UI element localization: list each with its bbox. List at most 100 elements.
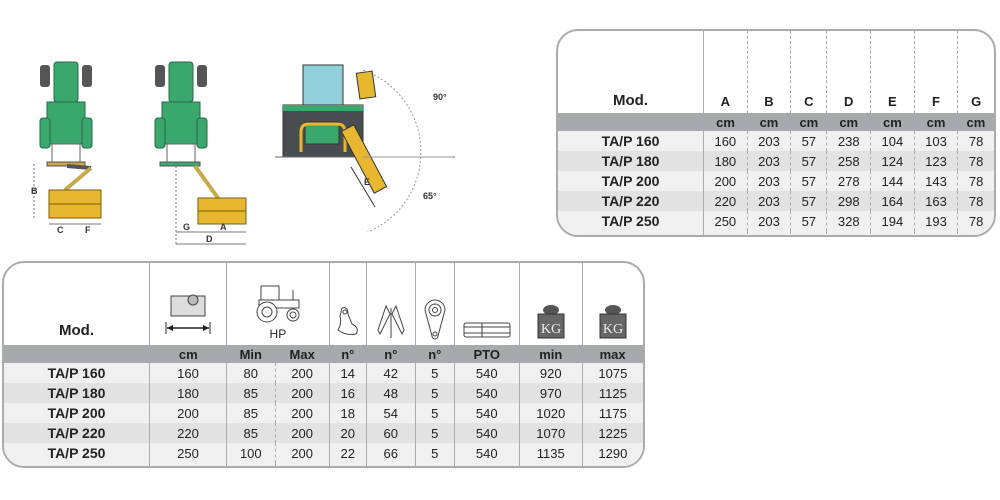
value-cell: 540 bbox=[454, 423, 520, 443]
value-cell: 220 bbox=[149, 423, 227, 443]
value-cell: 200 bbox=[275, 363, 330, 383]
value-cell: 78 bbox=[957, 151, 994, 171]
value-cell: 160 bbox=[703, 131, 748, 151]
col-header-g: G bbox=[971, 94, 982, 109]
col-header-c: C bbox=[790, 31, 828, 113]
belt-header bbox=[415, 263, 455, 345]
value-cell: 163 bbox=[914, 191, 959, 211]
value-cell: 328 bbox=[826, 211, 872, 231]
unit-cell: cm bbox=[826, 113, 871, 131]
model-cell: TA/P 250 bbox=[4, 443, 150, 463]
value-cell: 194 bbox=[870, 211, 915, 231]
dim-label-b: B bbox=[31, 186, 38, 196]
col-header-d: D bbox=[826, 31, 872, 113]
value-cell: 180 bbox=[149, 383, 227, 403]
col-header-f: F bbox=[914, 31, 959, 113]
tractor-rear-tire-left bbox=[40, 65, 50, 87]
unit-cell: Max bbox=[275, 345, 330, 363]
value-cell: 144 bbox=[870, 171, 915, 191]
value-cell: 78 bbox=[957, 211, 994, 231]
value-cell: 16 bbox=[329, 383, 367, 403]
model-cell: TA/P 180 bbox=[558, 151, 704, 171]
unit-cell: min bbox=[519, 345, 583, 363]
model-cell: TA/P 200 bbox=[4, 403, 150, 423]
model-cell: TA/P 250 bbox=[558, 211, 704, 231]
knife-icon bbox=[377, 304, 405, 338]
value-cell: 143 bbox=[914, 171, 959, 191]
value-cell: 1125 bbox=[582, 383, 643, 403]
svg-text:KG: KG bbox=[541, 322, 561, 337]
value-cell: 193 bbox=[914, 211, 959, 231]
value-cell: 200 bbox=[275, 443, 330, 463]
value-cell: 1135 bbox=[519, 443, 583, 463]
value-cell: 85 bbox=[226, 423, 276, 443]
value-cell: 180 bbox=[703, 151, 748, 171]
hp-header: HP bbox=[226, 263, 330, 345]
dim-label-g: G bbox=[183, 222, 190, 232]
model-cell: TA/P 220 bbox=[4, 423, 150, 443]
value-cell: 1070 bbox=[519, 423, 583, 443]
dim-label-c: C bbox=[57, 225, 64, 235]
value-cell: 298 bbox=[826, 191, 872, 211]
weight-kg-icon: KG bbox=[537, 305, 565, 339]
weight-max-header: KG bbox=[582, 263, 643, 345]
unit-cell: n° bbox=[329, 345, 367, 363]
value-cell: 220 bbox=[703, 191, 748, 211]
value-cell: 57 bbox=[790, 191, 828, 211]
unit-cell: cm bbox=[914, 113, 958, 131]
value-cell: 1075 bbox=[582, 363, 643, 383]
unit-cell: cm bbox=[870, 113, 915, 131]
value-cell: 104 bbox=[870, 131, 915, 151]
value-cell: 1020 bbox=[519, 403, 583, 423]
value-cell: 540 bbox=[454, 443, 520, 463]
unit-cell: cm bbox=[747, 113, 791, 131]
value-cell: 540 bbox=[454, 363, 520, 383]
value-cell: 203 bbox=[747, 171, 792, 191]
value-cell: 1290 bbox=[582, 443, 643, 463]
unit-cell: n° bbox=[415, 345, 455, 363]
value-cell: 203 bbox=[747, 211, 792, 231]
value-cell: 48 bbox=[366, 383, 416, 403]
angle-label-90: 90° bbox=[433, 92, 447, 102]
value-cell: 160 bbox=[149, 363, 227, 383]
hammer-icon bbox=[337, 307, 358, 335]
value-cell: 200 bbox=[275, 403, 330, 423]
dimensions-table: Mod. A B C D E F G cm cm cm cm cm cm cm … bbox=[556, 29, 996, 237]
hp-label: HP bbox=[269, 327, 287, 341]
hammer-header bbox=[329, 263, 367, 345]
model-cell: TA/P 180 bbox=[4, 383, 150, 403]
unit-cell: cm bbox=[957, 113, 994, 131]
value-cell: 203 bbox=[747, 131, 792, 151]
value-cell: 278 bbox=[826, 171, 872, 191]
value-cell: 103 bbox=[914, 131, 959, 151]
tractor-body bbox=[46, 101, 86, 145]
value-cell: 200 bbox=[275, 423, 330, 443]
value-cell: 57 bbox=[790, 211, 828, 231]
value-cell: 66 bbox=[366, 443, 416, 463]
unit-cell: PTO bbox=[454, 345, 520, 363]
model-header: Mod. bbox=[4, 263, 150, 345]
unit-cell: Min bbox=[226, 345, 276, 363]
value-cell: 20 bbox=[329, 423, 367, 443]
value-cell: 920 bbox=[519, 363, 583, 383]
pto-shaft-icon bbox=[463, 322, 511, 338]
value-cell: 5 bbox=[415, 423, 455, 443]
value-cell: 78 bbox=[957, 131, 994, 151]
dim-label-a: A bbox=[220, 222, 227, 232]
value-cell: 78 bbox=[957, 191, 994, 211]
value-cell: 1225 bbox=[582, 423, 643, 443]
value-cell: 164 bbox=[870, 191, 915, 211]
unit-cell: cm bbox=[703, 113, 748, 131]
svg-text:KG: KG bbox=[603, 322, 623, 337]
tractor-hood bbox=[53, 61, 79, 103]
belt-icon bbox=[424, 299, 446, 340]
unit-cell: cm bbox=[790, 113, 827, 131]
angle-label-65: 65° bbox=[423, 191, 437, 201]
